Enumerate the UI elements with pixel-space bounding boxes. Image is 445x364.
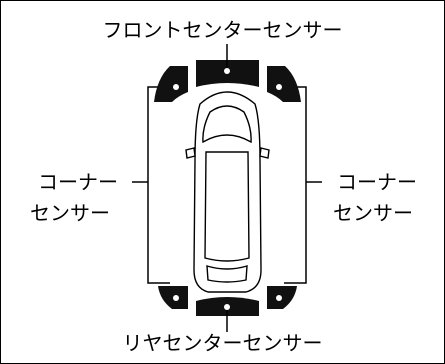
car-outline-icon [185,91,270,293]
front-left-sensor-dot [173,84,179,90]
rear-right-sensor-dot [276,295,282,301]
left-leader-line [147,86,170,284]
rear-sensors [158,286,297,316]
car-windshield [202,105,252,144]
left-corner-sensor-label-line1: コーナー [38,170,118,194]
rear-center-sensor-label: リヤセンターセンサー [122,331,323,355]
rear-right-corner-sensor [267,286,297,309]
rear-left-sensor-dot [173,295,179,301]
front-right-corner-sensor [267,66,301,102]
rear-center-sensor-dot [224,304,230,310]
left-mirror [185,147,196,159]
right-mirror [259,147,270,159]
car-rear-window [206,265,248,283]
front-center-sensor-dot [224,68,230,74]
right-leader-line [284,86,307,284]
rear-left-corner-sensor [158,286,188,309]
right-corner-sensor-label-line1: コーナー [337,170,417,194]
right-corner-sensor-label-line2: センサー [333,201,413,225]
front-right-sensor-dot [276,84,282,90]
front-center-sensor-label: フロントセンターセンサー [102,18,343,42]
car-roof [204,151,250,262]
left-corner-sensor-label-line2: センサー [30,201,110,225]
sensor-dots [173,68,282,310]
front-left-corner-sensor [154,66,188,102]
